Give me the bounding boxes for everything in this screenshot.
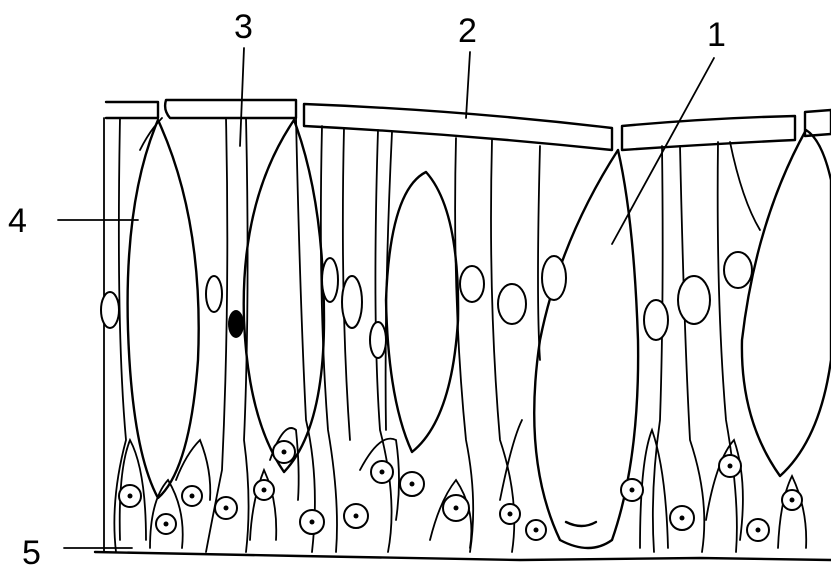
secretory-cell-nucleus [566, 522, 596, 526]
label-1: 1 [707, 16, 726, 54]
label-2: 2 [458, 12, 477, 50]
granular-cells [128, 120, 831, 498]
label-5: 5 [22, 534, 41, 566]
surface-border [106, 100, 831, 150]
basal-cells [119, 420, 806, 548]
label-4: 4 [8, 202, 27, 240]
label-3: 3 [234, 8, 253, 46]
basement-membrane [95, 552, 831, 560]
